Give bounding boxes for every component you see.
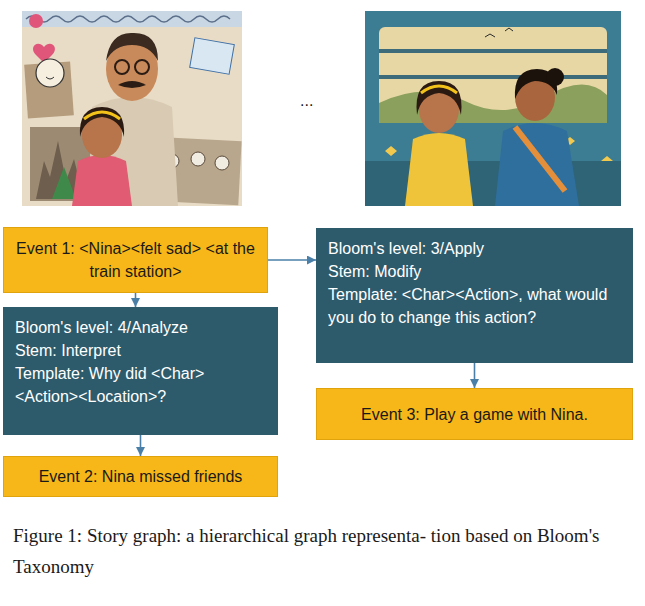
girl-hair (80, 107, 124, 137)
flow-arrow (135, 293, 137, 307)
girl-hair (416, 81, 461, 115)
ellipsis-label: ... (300, 92, 313, 110)
event-box: Event 3: Play a game with Nina. (316, 388, 633, 440)
node-text: Bloom's level: 3/Apply (328, 237, 621, 260)
landscape (379, 84, 607, 123)
train-seat (365, 161, 621, 206)
sticker (190, 38, 235, 74)
hairband (421, 86, 457, 93)
node-text: Event 3: Play a game with Nina. (361, 403, 588, 426)
train-window (379, 27, 607, 123)
flow-arrow (140, 435, 142, 456)
photo-figure (191, 152, 205, 166)
tree-doodle (52, 167, 76, 199)
node-text: Template: <Char><Action>, what would you… (328, 283, 621, 329)
node-text: Event 2: Nina missed friends (39, 465, 243, 488)
node-text: Stem: Modify (328, 260, 621, 283)
child-doodle-face (36, 59, 64, 87)
woman-sari (495, 123, 579, 206)
window-bar (379, 49, 607, 53)
doodle-strip (22, 11, 242, 27)
child-doodle-smile (46, 77, 54, 79)
flow-arrow (474, 363, 476, 388)
window-bar (379, 75, 607, 79)
collage-ground (22, 11, 242, 206)
flow-arrow (268, 259, 316, 261)
father-hair (106, 33, 158, 61)
sari-border (515, 127, 565, 191)
hairband (84, 112, 120, 119)
collage-illustration (22, 11, 242, 206)
doodle-squiggle (26, 16, 230, 22)
bloom-box: Bloom's level: 4/AnalyzeStem: InterpretT… (3, 307, 278, 435)
node-text: Event 1: <Nina><felt sad> <at the train … (14, 237, 257, 283)
bird (485, 28, 513, 37)
girl-dress (72, 155, 132, 206)
girl-dress (405, 133, 473, 206)
mustache (118, 81, 146, 88)
train-illustration (365, 11, 621, 206)
node-text: Bloom's level: 4/Analyze (15, 316, 266, 339)
figure-caption: Figure 1: Story graph: a hierarchical gr… (13, 520, 638, 582)
event-box: Event 2: Nina missed friends (3, 456, 278, 497)
photo-figure (215, 156, 229, 170)
node-text: Template: Why did <Char><Action><Locatio… (15, 362, 266, 408)
glasses (135, 60, 149, 74)
bloom-box: Bloom's level: 3/ApplyStem: ModifyTempla… (316, 228, 633, 363)
event-box: Event 1: <Nina><felt sad> <at the train … (3, 227, 268, 293)
hair-bun (546, 68, 564, 86)
glasses (115, 60, 129, 74)
train-wall (365, 11, 621, 206)
flower-doodle (29, 14, 43, 28)
node-text: Stem: Interpret (15, 339, 266, 362)
